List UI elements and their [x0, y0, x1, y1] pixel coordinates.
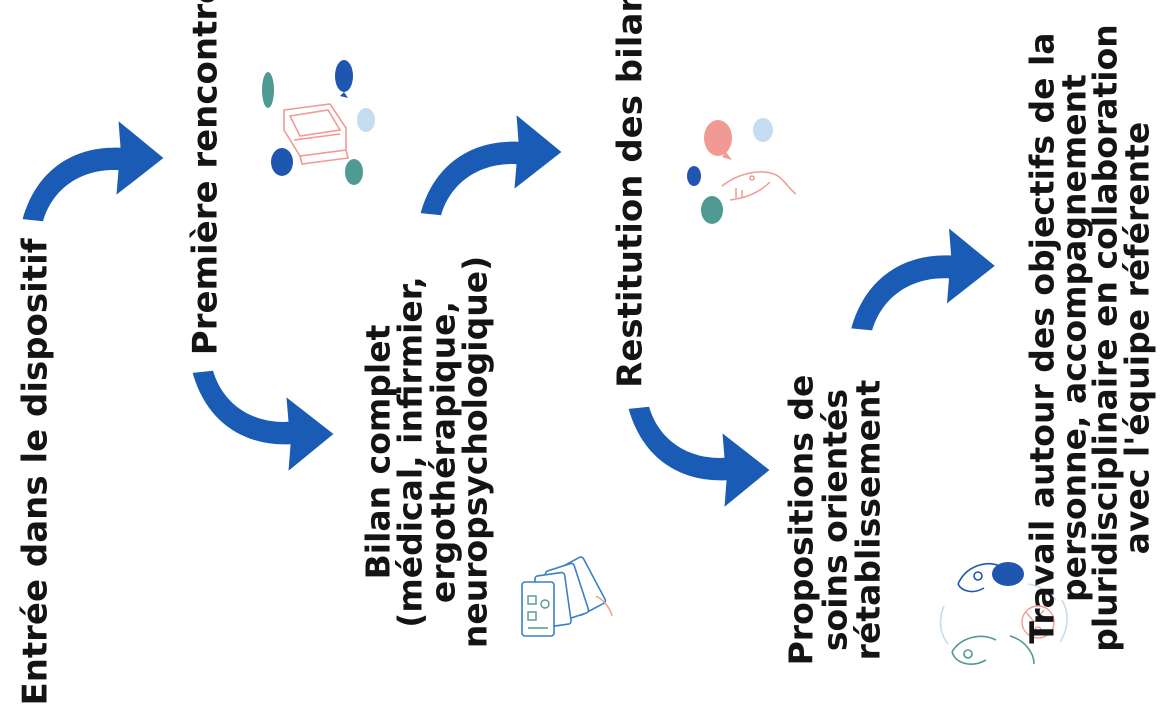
- step-assessment-label: Bilan complet (médical, infirmier, ergot…: [358, 255, 495, 649]
- step-proposals-label: Propositions de soins orientés rétabliss…: [781, 374, 888, 666]
- arrow-up-2: [420, 115, 562, 216]
- step-proposals-line-3: rétablissement: [848, 379, 888, 661]
- step-first-meeting-label: Première rencontre: [185, 0, 226, 356]
- step-assessment-line-2: (médical, infirmier,: [390, 276, 430, 628]
- step-followup-line-1: Travail autour des objectifs de la: [1022, 32, 1062, 644]
- collaboration-faces-icon: [939, 562, 1068, 665]
- step-results-line-1: Restitution des bilans: [610, 0, 651, 388]
- step-results-label: Restitution des bilans: [610, 0, 651, 388]
- arrow-up-1: [22, 121, 164, 222]
- step-entry-label: Entrée dans le dispositif: [15, 238, 56, 706]
- arrow-down-1: [192, 370, 334, 471]
- step-entry-line-1: Entrée dans le dispositif: [15, 238, 56, 706]
- meeting-chat-icon: [262, 60, 375, 185]
- step-assessment-line-4: neuropsychologique): [455, 255, 495, 649]
- arrow-up-3: [851, 228, 995, 331]
- step-followup-line-4: avec l'équipe référente: [1117, 121, 1157, 555]
- step-proposals-line-1: Propositions de: [781, 374, 821, 666]
- conversation-speech-icon: [687, 118, 797, 224]
- step-followup-label: Travail autour des objectifs de la perso…: [1022, 24, 1157, 652]
- assessment-cards-icon: [521, 556, 613, 637]
- step-first-meeting-line-1: Première rencontre: [185, 0, 226, 356]
- step-proposals-line-2: soins orientés: [815, 388, 855, 652]
- arrow-down-2: [628, 406, 770, 507]
- flow-diagram: [22, 60, 1068, 665]
